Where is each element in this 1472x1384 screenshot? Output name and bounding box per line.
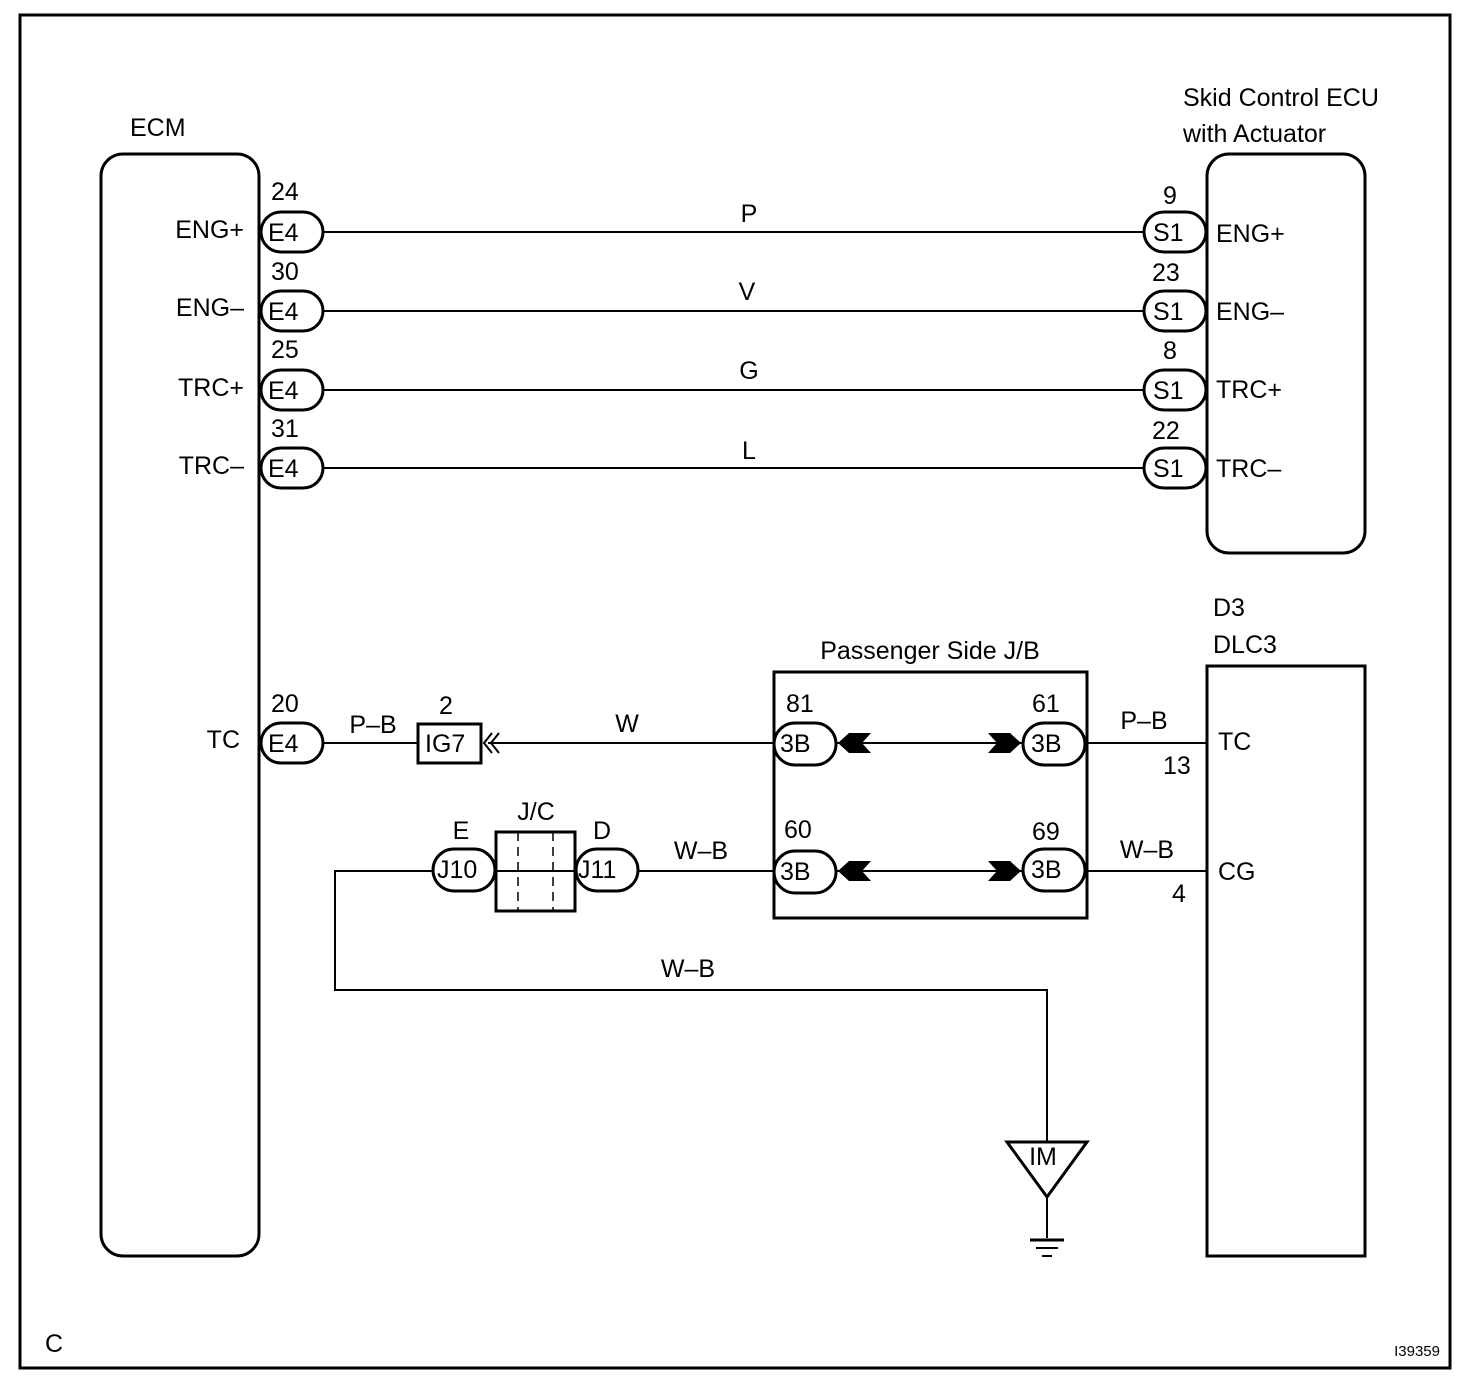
ground-point-label: IM bbox=[1029, 1143, 1057, 1171]
dlc-pin-num-13: 13 bbox=[1163, 752, 1191, 780]
jb-connector-60-label: 3B bbox=[780, 858, 811, 886]
skid-ecu-title-line2: with Actuator bbox=[1182, 120, 1326, 148]
wire-ground bbox=[334, 870, 1048, 1142]
jb-pin-num-81: 81 bbox=[786, 690, 814, 718]
jb-connector-69-label: 3B bbox=[1031, 856, 1062, 884]
figure-id: I39359 bbox=[1394, 1343, 1440, 1360]
skid-pin-num-9: 9 bbox=[1163, 182, 1177, 210]
wire-color-tc-jb: W bbox=[615, 710, 639, 738]
ecm-pin-num-31: 31 bbox=[271, 415, 299, 443]
jb-terminal-81 bbox=[838, 733, 871, 753]
skid-connector-trc-minus-label: S1 bbox=[1153, 455, 1184, 483]
ecm-connector-tc-label: E4 bbox=[268, 730, 299, 758]
ecm-pin-num-20: 20 bbox=[271, 690, 299, 718]
jb-pin-num-60: 60 bbox=[784, 816, 812, 844]
dlc-box bbox=[1205, 664, 1367, 1258]
ecm-connector-trc-plus-label: E4 bbox=[268, 377, 299, 405]
jb-terminal-61 bbox=[988, 733, 1021, 753]
ecm-connector-eng-minus-label: E4 bbox=[268, 298, 299, 326]
jb-pin-num-69: 69 bbox=[1032, 818, 1060, 846]
jb-pin-num-61: 61 bbox=[1032, 690, 1060, 718]
jb-connector-81 bbox=[772, 721, 838, 767]
wire-color-eng-minus: V bbox=[739, 278, 756, 306]
ig7-pin-num: 2 bbox=[439, 692, 453, 720]
wire-color-trc-plus: G bbox=[739, 357, 758, 385]
ground-point-triangle bbox=[1004, 1140, 1090, 1200]
ground-symbol-icon bbox=[1030, 1238, 1064, 1257]
skid-ecu-title-line1: Skid Control ECU bbox=[1183, 84, 1379, 112]
jc-title: J/C bbox=[517, 798, 555, 826]
ecm-pin-label-eng-plus: ENG+ bbox=[175, 216, 244, 244]
wire-color-cg-dlc: W–B bbox=[1120, 836, 1174, 864]
skid-connector-eng-minus-label: S1 bbox=[1153, 298, 1184, 326]
ig7-connector bbox=[416, 722, 483, 765]
ecm-connector-trc-minus-label: E4 bbox=[268, 455, 299, 483]
skid-ecu-box bbox=[1205, 152, 1367, 555]
wire-color-ground: W–B bbox=[661, 955, 715, 983]
dlc-pin-num-4: 4 bbox=[1172, 880, 1186, 908]
wire-color-trc-minus: L bbox=[742, 437, 756, 465]
skid-pin-num-23: 23 bbox=[1152, 259, 1180, 287]
jc-side-e: E bbox=[453, 817, 470, 845]
jb-connector-81-label: 3B bbox=[780, 730, 811, 758]
dlc-pin-label-tc: TC bbox=[1218, 728, 1251, 756]
dlc-title-line1: D3 bbox=[1213, 594, 1245, 622]
jb-terminal-69 bbox=[988, 861, 1021, 881]
skid-pin-num-22: 22 bbox=[1152, 417, 1180, 445]
skid-connector-trc-plus-label: S1 bbox=[1153, 377, 1184, 405]
ecm-pin-num-25: 25 bbox=[271, 336, 299, 364]
corner-label: C bbox=[45, 1330, 63, 1358]
jc-connector-j10-label: J10 bbox=[437, 856, 477, 884]
jc-connector-j11-label: J11 bbox=[578, 856, 616, 884]
ig7-connector-label: IG7 bbox=[425, 730, 465, 758]
wire-color-tc-ecm: P–B bbox=[349, 711, 396, 739]
jb-terminal-60 bbox=[838, 861, 871, 881]
jb-title: Passenger Side J/B bbox=[820, 637, 1040, 665]
jc-side-d: D bbox=[593, 817, 611, 845]
ecm-connector-eng-plus-label: E4 bbox=[268, 219, 299, 247]
skid-pin-label-eng-plus: ENG+ bbox=[1216, 220, 1285, 248]
ecm-pin-label-tc: TC bbox=[207, 726, 240, 754]
dlc-pin-label-cg: CG bbox=[1218, 858, 1256, 886]
ecm-pin-label-trc-plus: TRC+ bbox=[178, 374, 244, 402]
skid-pin-num-8: 8 bbox=[1163, 337, 1177, 365]
ecm-pin-num-30: 30 bbox=[271, 258, 299, 286]
wire-color-tc-dlc: P–B bbox=[1120, 707, 1167, 735]
ecm-pin-num-24: 24 bbox=[271, 178, 299, 206]
skid-pin-label-trc-plus: TRC+ bbox=[1216, 376, 1282, 404]
skid-pin-label-eng-minus: ENG– bbox=[1216, 298, 1284, 326]
ecm-title: ECM bbox=[130, 114, 186, 142]
dlc-title-line2: DLC3 bbox=[1213, 631, 1277, 659]
outer-frame bbox=[18, 13, 1452, 1370]
skid-pin-label-trc-minus: TRC– bbox=[1216, 455, 1281, 483]
ecm-box bbox=[99, 152, 261, 1258]
jb-box bbox=[772, 670, 1089, 920]
wire-color-eng-plus: P bbox=[741, 200, 758, 228]
ecm-pin-label-trc-minus: TRC– bbox=[179, 452, 244, 480]
ecm-pin-label-eng-minus: ENG– bbox=[176, 294, 244, 322]
wire-color-cg-jc: W–B bbox=[674, 837, 728, 865]
skid-connector-eng-plus-label: S1 bbox=[1153, 219, 1184, 247]
jb-connector-61-label: 3B bbox=[1031, 730, 1062, 758]
